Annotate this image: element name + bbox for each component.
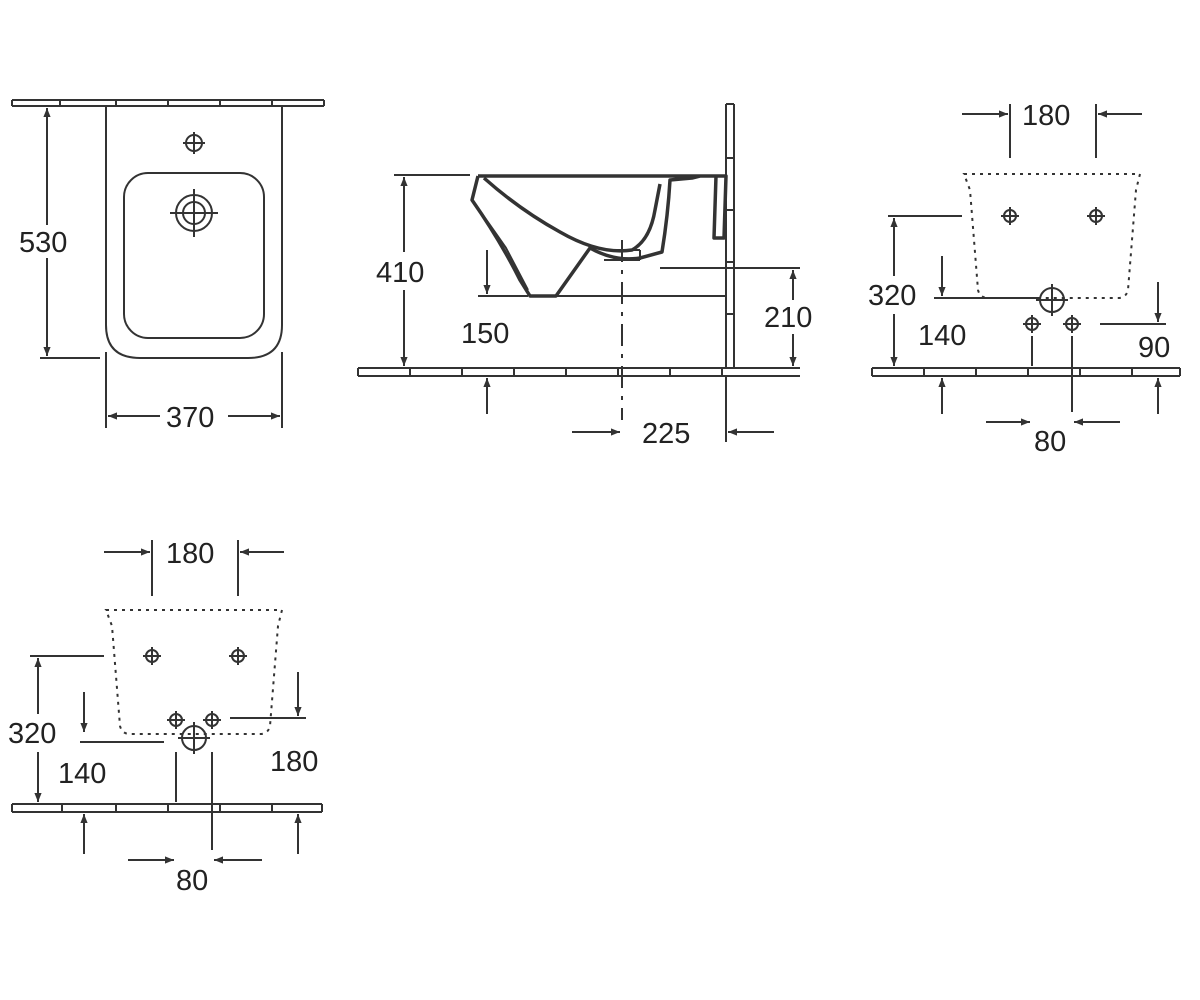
waste-outlet: [604, 249, 641, 261]
bidet-outline: [105, 106, 283, 359]
dimension-label-supply-spacing: 80: [1034, 426, 1066, 458]
dimension-label-wall-offset: 225: [642, 418, 690, 450]
dimension-label-supply-spacing: 80: [176, 865, 208, 897]
dimension-label-spacing-top: 180: [166, 538, 214, 570]
dimension-label-fixing-height: 320: [8, 718, 56, 750]
floor-line: [11, 803, 323, 813]
bowl-bottom: [471, 199, 529, 291]
bowl-outline: [123, 172, 265, 339]
floor-line: [357, 367, 800, 377]
floor-line: [871, 367, 1181, 377]
extension-lines: [30, 540, 306, 850]
fixing-hole-left-icon: [142, 646, 162, 666]
connections-view-1: 180 320 140 90 80: [868, 100, 1181, 458]
dimension-label-height: 410: [376, 257, 424, 289]
dimension-label-fixing-height: 320: [868, 280, 916, 312]
supply-hole-left-icon: [1022, 314, 1042, 334]
fixing-hole-right-icon: [228, 646, 248, 666]
dimension-label-height: 530: [19, 227, 67, 259]
supply-hole-left-icon: [166, 710, 186, 730]
wall-line: [11, 99, 325, 107]
drain-icon: [170, 189, 218, 237]
waste-pipe-icon: [1036, 284, 1068, 316]
dimension-label-supply-height: 140: [58, 758, 106, 790]
extension-lines: [888, 104, 1166, 412]
dimension-label-spacing-top: 180: [1022, 100, 1070, 132]
dimension-label-width: 370: [166, 402, 214, 434]
supply-hole-right-icon: [1062, 314, 1082, 334]
dimension-label-waste-height: 180: [270, 746, 318, 778]
bidet-outline-dashed: [962, 173, 1142, 299]
connections-view-2: 180 320 140 180 80: [8, 538, 323, 897]
fixing-hole-right-icon: [1086, 206, 1106, 226]
bidet-profile-inner: [482, 176, 662, 253]
extension-lines: [394, 174, 800, 442]
waste-pipe-icon: [178, 722, 210, 754]
bidet-outline-dashed: [104, 609, 284, 735]
dimension-label-waste-height: 90: [1138, 332, 1170, 364]
dimension-label-supply-height: 140: [918, 320, 966, 352]
top-view: 530 370: [11, 99, 325, 434]
extension-lines: [40, 105, 283, 428]
wall-section: [725, 103, 735, 368]
dimension-label-fixing: 210: [764, 302, 812, 334]
supply-hole-right-icon: [202, 710, 222, 730]
fixing-hole-left-icon: [1000, 206, 1020, 226]
dimension-label-rim-depth: 150: [461, 318, 509, 350]
tap-hole-icon: [182, 131, 206, 155]
side-view: 410 150 210 225: [357, 103, 812, 450]
bidet-profile-outer: [470, 174, 728, 298]
